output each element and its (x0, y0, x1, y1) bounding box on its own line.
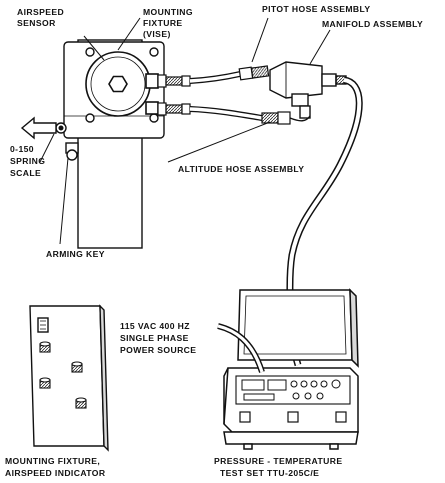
altitude-hose (189, 106, 263, 121)
spring-scale-arrow (20, 116, 57, 140)
leader-lines (39, 17, 331, 245)
mounting-stud-4 (75, 397, 87, 409)
altitude-fitting (157, 102, 191, 116)
airspeed-indicator-mounting-plate (29, 304, 109, 452)
mounting-stud-2 (71, 361, 83, 373)
label-power-source: 115 VAC 400 HZ SINGLE PHASE POWER SOURCE (120, 321, 196, 355)
test-set-panel-controls (241, 379, 341, 401)
svg-text:(VISE): (VISE) (143, 29, 171, 39)
svg-text:115 VAC 400 HZ: 115 VAC 400 HZ (120, 321, 190, 331)
altitude-hose-coupling (261, 111, 291, 125)
arming-key (55, 122, 79, 161)
pitot-fitting (157, 74, 191, 88)
svg-text:PRESSURE - TEMPERATURE: PRESSURE - TEMPERATURE (214, 456, 343, 466)
test-set-latches (239, 411, 347, 423)
svg-text:POWER SOURCE: POWER SOURCE (120, 345, 196, 355)
mounting-stud-3 (39, 377, 51, 389)
svg-text:FIXTURE: FIXTURE (143, 18, 183, 28)
svg-text:SENSOR: SENSOR (17, 18, 56, 28)
label-test-set: PRESSURE - TEMPERATURE TEST SET TTU-205C… (214, 456, 343, 478)
pitot-hose-coupling (238, 65, 270, 81)
test-set-case (223, 288, 359, 450)
svg-text:MOUNTING FIXTURE,: MOUNTING FIXTURE, (5, 456, 100, 466)
power-cable (217, 323, 265, 373)
svg-text:MOUNTING: MOUNTING (143, 7, 193, 17)
svg-text:SCALE: SCALE (10, 168, 41, 178)
mounting-stud-1 (39, 341, 51, 353)
label-mounting-fixture-airspeed-indicator: MOUNTING FIXTURE, AIRSPEED INDICATOR (5, 456, 106, 478)
svg-text:AIRSPEED: AIRSPEED (17, 7, 64, 17)
svg-text:SINGLE PHASE: SINGLE PHASE (120, 333, 189, 343)
svg-text:SPRING: SPRING (10, 156, 45, 166)
label-arming-key: ARMING KEY (46, 249, 105, 259)
svg-text:AIRSPEED INDICATOR: AIRSPEED INDICATOR (5, 468, 106, 478)
svg-text:TEST SET TTU-205C/E: TEST SET TTU-205C/E (220, 468, 319, 478)
label-airspeed-sensor: AIRSPEED SENSOR (17, 7, 64, 28)
label-manifold-assembly: MANIFOLD ASSEMBLY (322, 19, 423, 29)
airspeed-sensor (85, 51, 159, 117)
label-spring-scale: 0-150 SPRING SCALE (10, 144, 45, 178)
pitot-hose (189, 71, 241, 84)
svg-text:0-150: 0-150 (10, 144, 34, 154)
label-pitot-hose-assembly: PITOT HOSE ASSEMBLY (262, 4, 371, 14)
label-mounting-fixture-vise: MOUNTING FIXTURE (VISE) (143, 7, 193, 39)
label-altitude-hose-assembly: ALTITUDE HOSE ASSEMBLY (178, 164, 304, 174)
manifold-assembly (269, 61, 347, 122)
